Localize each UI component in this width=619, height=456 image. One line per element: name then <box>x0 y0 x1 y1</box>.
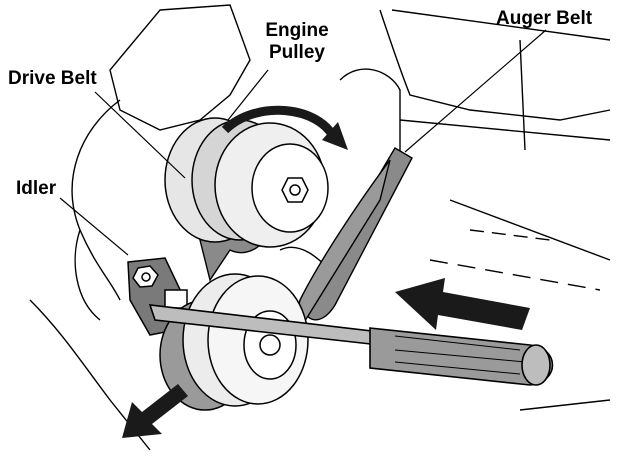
engine-pulley <box>165 118 328 247</box>
idler-label: Idler <box>16 178 56 200</box>
auger-belt-label: Auger Belt <box>496 8 592 30</box>
drive-belt-label: Drive Belt <box>8 68 97 90</box>
left-arrow-icon <box>395 278 530 330</box>
leader-drive-belt <box>95 92 185 178</box>
down-left-arrow-icon <box>122 384 188 438</box>
engine-pulley-label-line1: Engine <box>247 20 347 42</box>
engine-pulley-label-line2: Pulley <box>247 42 347 64</box>
engine-pulley-label: Engine Pulley <box>247 20 347 64</box>
leader-idler <box>60 198 128 255</box>
